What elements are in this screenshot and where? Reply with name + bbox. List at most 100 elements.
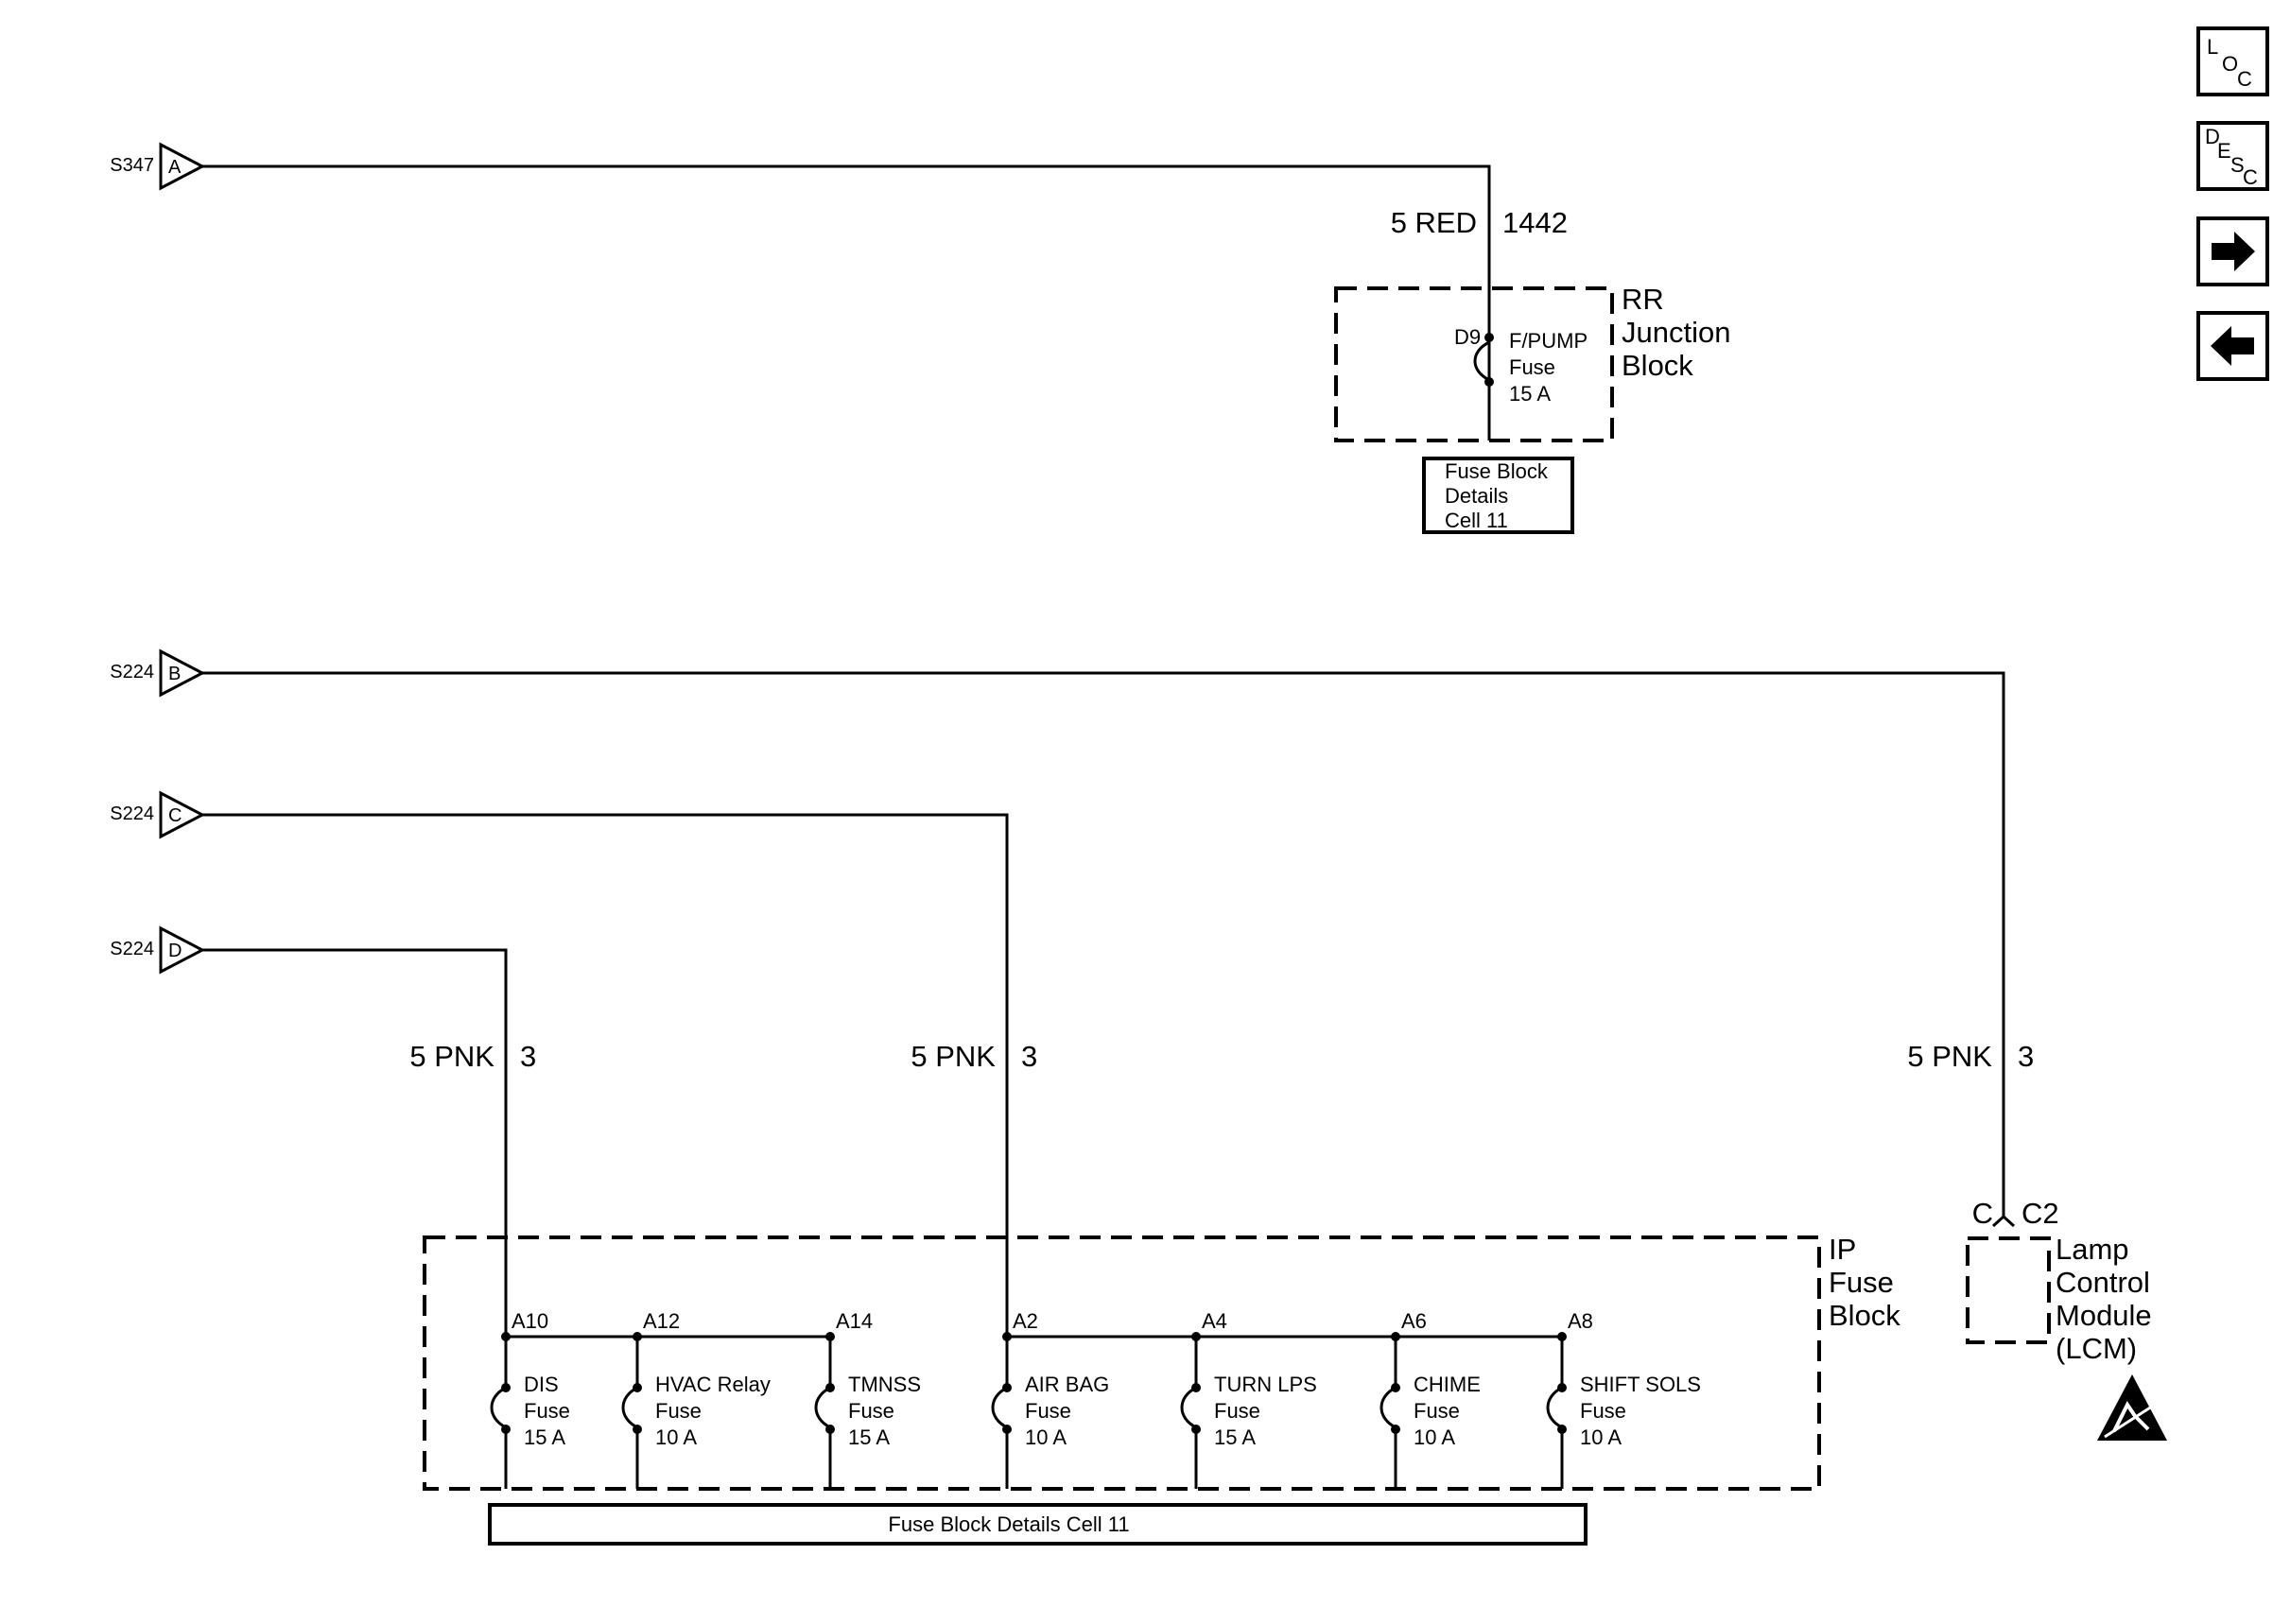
connector-pin-icon — [1991, 1214, 2016, 1228]
terminal-dot — [1391, 1383, 1400, 1392]
fuse-icon — [1546, 1337, 1564, 1489]
desc-letter: D — [2205, 125, 2220, 148]
fuse-icon — [1379, 1337, 1397, 1489]
terminal-dot — [1002, 1383, 1012, 1392]
fuse-pin-label: A10 — [512, 1309, 548, 1333]
fuse-label: Fuse — [1214, 1399, 1260, 1423]
block-title-line: Junction — [1622, 316, 1730, 349]
fuse-icon — [991, 1337, 1009, 1489]
wire-1442 — [202, 164, 1491, 441]
wire-circuit-label: 3 — [1021, 1040, 1037, 1073]
terminal-dot — [1484, 377, 1494, 387]
connector-letter: C — [168, 805, 182, 826]
loc-button[interactable]: L O C — [2196, 26, 2269, 96]
source-connector-a: S347 A — [110, 142, 206, 191]
fuse-rating: 15 A — [1214, 1425, 1256, 1449]
loc-letter: C — [2237, 67, 2252, 91]
connector-arrow-icon — [159, 925, 206, 975]
details-ref-text: Fuse Block Details Cell 11 — [888, 1512, 1129, 1536]
wire-circuit-label: 1442 — [1502, 206, 1568, 239]
module-title-line: Lamp — [2056, 1233, 2129, 1266]
terminal-dot — [825, 1383, 835, 1392]
fuse-icon — [621, 1337, 639, 1489]
block-title-line: Block — [1829, 1299, 1900, 1332]
rr-junction-block-outline — [1334, 286, 1614, 442]
fuse-name: AIR BAG — [1025, 1373, 1109, 1396]
fuse-pin-label: A14 — [836, 1309, 873, 1333]
fuse-icon — [814, 1337, 832, 1489]
block-title-line: Block — [1622, 349, 1693, 382]
terminal-dot — [825, 1425, 835, 1434]
details-ref-line: Cell 11 — [1445, 509, 1508, 532]
fuse-name: CHIME — [1414, 1373, 1481, 1396]
fuse-rating: 10 A — [655, 1425, 697, 1449]
connector-letter: B — [168, 664, 181, 684]
lamp-control-module: C C2 Lamp Control Module (LCM) — [1966, 1197, 2167, 1441]
block-title-line: RR — [1622, 283, 1664, 316]
wire-3-a2 — [202, 813, 1009, 1337]
fuse-pin-label: A4 — [1202, 1309, 1227, 1333]
fuse-name: F/PUMP — [1509, 329, 1588, 353]
wire-circuit-label: 3 — [2018, 1040, 2034, 1073]
connector-arrow-icon — [159, 790, 206, 839]
connector-arrow-icon — [159, 142, 206, 191]
splice-label: S224 — [110, 662, 154, 682]
terminal-dot — [1002, 1425, 1012, 1434]
source-connector-b: S224 B — [110, 648, 206, 698]
details-ref-line: Fuse Block — [1445, 459, 1549, 483]
wire-color-label: 5 PNK — [409, 1040, 495, 1073]
arrow-right-icon — [2212, 232, 2255, 271]
source-connector-d: S224 D — [110, 925, 206, 975]
fuse-label: Fuse — [1025, 1399, 1071, 1423]
wire-circuit-label: 3 — [520, 1040, 536, 1073]
splice-label: S224 — [110, 803, 154, 824]
source-connector-c: S224 C — [110, 790, 206, 839]
ip-fuse-block-outline — [423, 1235, 1821, 1491]
fuse-pin-label: A8 — [1568, 1309, 1593, 1333]
rr-junction-block: D9 F/PUMP Fuse 15 A RR Junction Block Fu… — [1334, 283, 1730, 534]
fuse-rating: 15 A — [524, 1425, 565, 1449]
desc-button[interactable]: D E S C — [2196, 121, 2269, 191]
terminal-dot — [1391, 1425, 1400, 1434]
fuse-label: Fuse — [655, 1399, 702, 1423]
fuse-name: TMNSS — [848, 1373, 921, 1396]
loc-letter: O — [2222, 52, 2238, 76]
block-title-line: IP — [1829, 1233, 1856, 1266]
block-title-line: Fuse — [1829, 1266, 1894, 1299]
fuse-name: HVAC Relay — [655, 1373, 771, 1396]
terminal-dot — [633, 1383, 642, 1392]
wire-3-lcm — [202, 671, 2005, 1217]
fuse-icon — [490, 1337, 508, 1489]
connector-letter: D — [168, 941, 182, 961]
fuse-block-details-bar[interactable] — [488, 1503, 1588, 1546]
lcm-outline — [1966, 1236, 2051, 1344]
connector-letter: A — [168, 157, 182, 178]
prev-page-button[interactable] — [2196, 311, 2269, 381]
connector-arrow-icon — [159, 648, 206, 698]
splice-label: S347 — [110, 155, 154, 176]
terminal-dot — [1191, 1425, 1201, 1434]
module-title-line: Control — [2056, 1266, 2150, 1299]
fuse-icon — [1473, 340, 1490, 382]
wire-color-label: 5 RED — [1391, 206, 1477, 239]
fuse-pin-label: D9 — [1454, 325, 1481, 349]
fuse-rating: 10 A — [1025, 1425, 1067, 1449]
arrow-left-icon — [2211, 326, 2254, 366]
details-ref-line: Details — [1445, 484, 1508, 508]
terminal-dot — [501, 1383, 511, 1392]
splice-label: S224 — [110, 939, 154, 959]
fuse-name: DIS — [524, 1373, 559, 1396]
module-title-line: Module — [2056, 1299, 2152, 1332]
terminal-dot — [1484, 333, 1494, 342]
next-page-button[interactable] — [2196, 216, 2269, 286]
esd-sensitive-icon — [2097, 1374, 2167, 1441]
fuse-label: Fuse — [848, 1399, 894, 1423]
fuse-block-details-ref[interactable] — [1422, 457, 1574, 534]
